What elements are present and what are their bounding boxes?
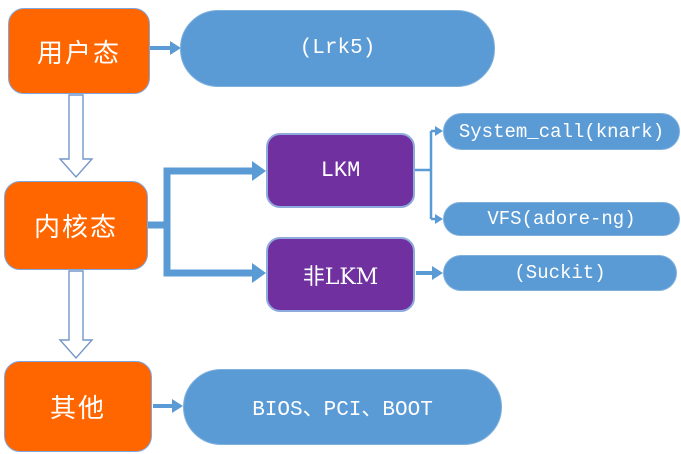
node-bios-pci-boot-label: BIOS、PCI、BOOT xyxy=(252,399,433,422)
node-kernel-mode: 内核态 xyxy=(4,181,148,270)
node-non-lkm: 非LKM xyxy=(266,237,415,312)
node-user-mode: 用户态 xyxy=(8,8,150,94)
node-kernel-mode-label: 内核态 xyxy=(33,213,118,243)
edge-kernel-branch-connector xyxy=(148,161,266,283)
edge-lkm-branch-connector xyxy=(415,126,443,224)
edge-other-to-bios-arrow xyxy=(153,399,183,413)
node-lkm-label: LKM xyxy=(320,158,361,183)
node-vfs-adore-ng-label: VFS(adore-ng) xyxy=(487,208,636,230)
edge-kernel-to-other-hollow-arrow xyxy=(58,270,94,360)
node-user-mode-label: 用户态 xyxy=(36,38,121,69)
node-non-lkm-label: 非LKM xyxy=(302,264,379,290)
node-system-call-knark: System_call(knark) xyxy=(443,113,680,150)
node-lrk5: (Lrk5) xyxy=(180,10,495,87)
node-bios-pci-boot: BIOS、PCI、BOOT xyxy=(183,369,502,445)
node-lrk5-label: (Lrk5) xyxy=(299,37,376,60)
node-other-label: 其他 xyxy=(49,394,106,424)
node-suckit-label: (Suckit) xyxy=(514,262,606,284)
node-lkm: LKM xyxy=(266,133,415,208)
edge-user-mode-to-lrk5-arrow xyxy=(150,41,181,55)
edge-nonlkm-to-suckit-arrow xyxy=(416,266,443,280)
node-vfs-adore-ng: VFS(adore-ng) xyxy=(443,202,680,236)
node-suckit: (Suckit) xyxy=(443,255,677,291)
node-system-call-knark-label: System_call(knark) xyxy=(458,120,665,143)
node-other: 其他 xyxy=(4,361,152,452)
edge-user-mode-to-kernel-hollow-arrow xyxy=(58,94,94,179)
